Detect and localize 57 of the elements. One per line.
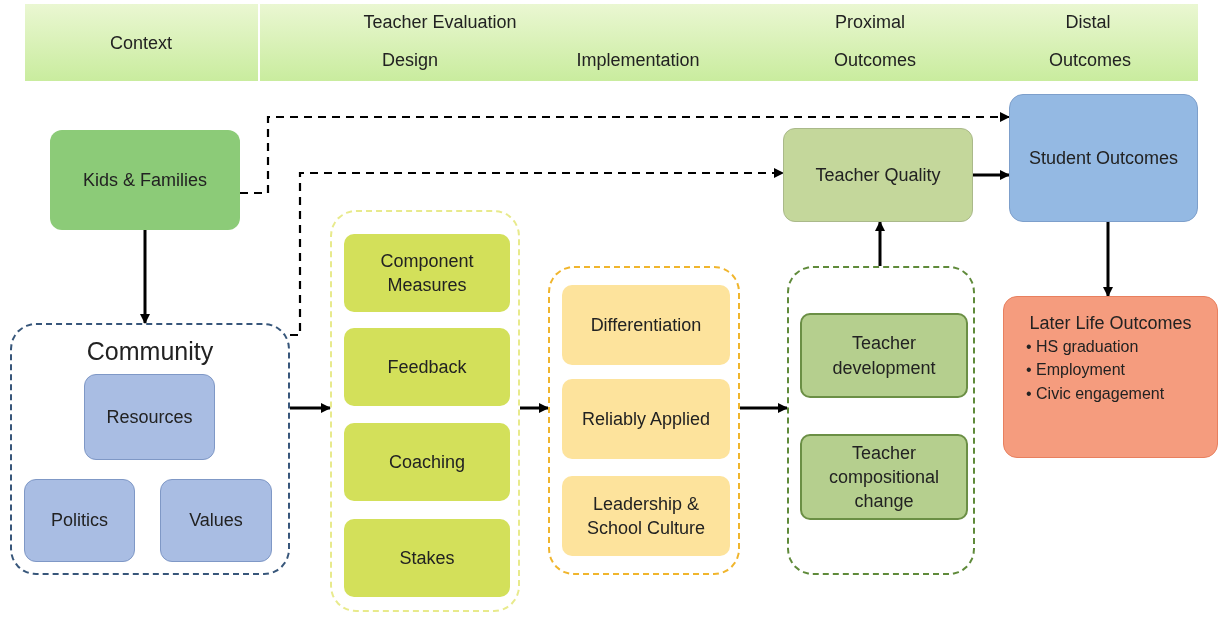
process-box bbox=[800, 313, 968, 398]
process-box bbox=[24, 479, 135, 562]
node-label: Leadership & School Culture bbox=[585, 492, 707, 540]
node-label: Student Outcomes bbox=[1028, 146, 1179, 170]
bullet-item: • Employment bbox=[1026, 360, 1125, 381]
arrow bbox=[973, 170, 1010, 180]
header-label: Outcomes bbox=[1049, 50, 1131, 71]
process-box bbox=[84, 374, 215, 460]
process-box bbox=[800, 434, 968, 520]
node-label: Teacher development bbox=[831, 332, 937, 380]
process-box bbox=[562, 476, 730, 556]
node-label: Coaching bbox=[388, 450, 466, 474]
header-label: Distal bbox=[1065, 12, 1111, 33]
process-box bbox=[160, 479, 272, 562]
node-label: Differentiation bbox=[590, 313, 702, 337]
process-box bbox=[50, 130, 240, 230]
node-label: Stakes bbox=[399, 546, 455, 570]
arrow bbox=[1103, 222, 1113, 297]
header-label: Context bbox=[110, 33, 172, 54]
process-box bbox=[344, 423, 510, 501]
group-title: Community bbox=[86, 336, 214, 367]
group-box bbox=[787, 266, 975, 575]
node-label: Resources bbox=[106, 405, 193, 429]
arrow bbox=[240, 112, 1010, 195]
header-label: Outcomes bbox=[834, 50, 916, 71]
group-box bbox=[548, 266, 740, 575]
node-label: Kids & Families bbox=[83, 168, 207, 192]
node-label: Teacher Quality bbox=[815, 163, 941, 187]
process-box bbox=[344, 234, 510, 312]
arrow bbox=[875, 221, 885, 266]
arrow bbox=[290, 168, 784, 337]
node-label: Politics bbox=[51, 509, 108, 533]
arrow bbox=[140, 230, 150, 324]
node-label: Values bbox=[189, 509, 243, 533]
process-box bbox=[1003, 296, 1218, 458]
node-label: Teacher compositional change bbox=[827, 441, 941, 514]
arrow bbox=[740, 403, 788, 413]
process-box bbox=[344, 519, 510, 597]
group-box bbox=[10, 323, 290, 575]
process-box bbox=[344, 328, 510, 406]
header-label: Implementation bbox=[576, 50, 700, 71]
bullet-item: • Civic engagement bbox=[1026, 383, 1165, 404]
process-box bbox=[562, 379, 730, 459]
group-box bbox=[330, 210, 520, 612]
header-label: Proximal bbox=[835, 12, 905, 33]
process-box bbox=[1009, 94, 1198, 222]
arrow bbox=[520, 403, 549, 413]
header-label: Teacher Evaluation bbox=[363, 12, 517, 33]
header-label: Design bbox=[382, 50, 438, 71]
node-label: Reliably Applied bbox=[581, 407, 711, 431]
node-label: Later Life Outcomes bbox=[1029, 312, 1192, 335]
process-box bbox=[783, 128, 973, 222]
bullet-item: • HS graduation bbox=[1026, 337, 1139, 358]
node-label: Component Measures bbox=[379, 249, 475, 297]
arrow bbox=[290, 403, 331, 413]
node-label: Feedback bbox=[387, 355, 467, 379]
process-box bbox=[562, 285, 730, 365]
